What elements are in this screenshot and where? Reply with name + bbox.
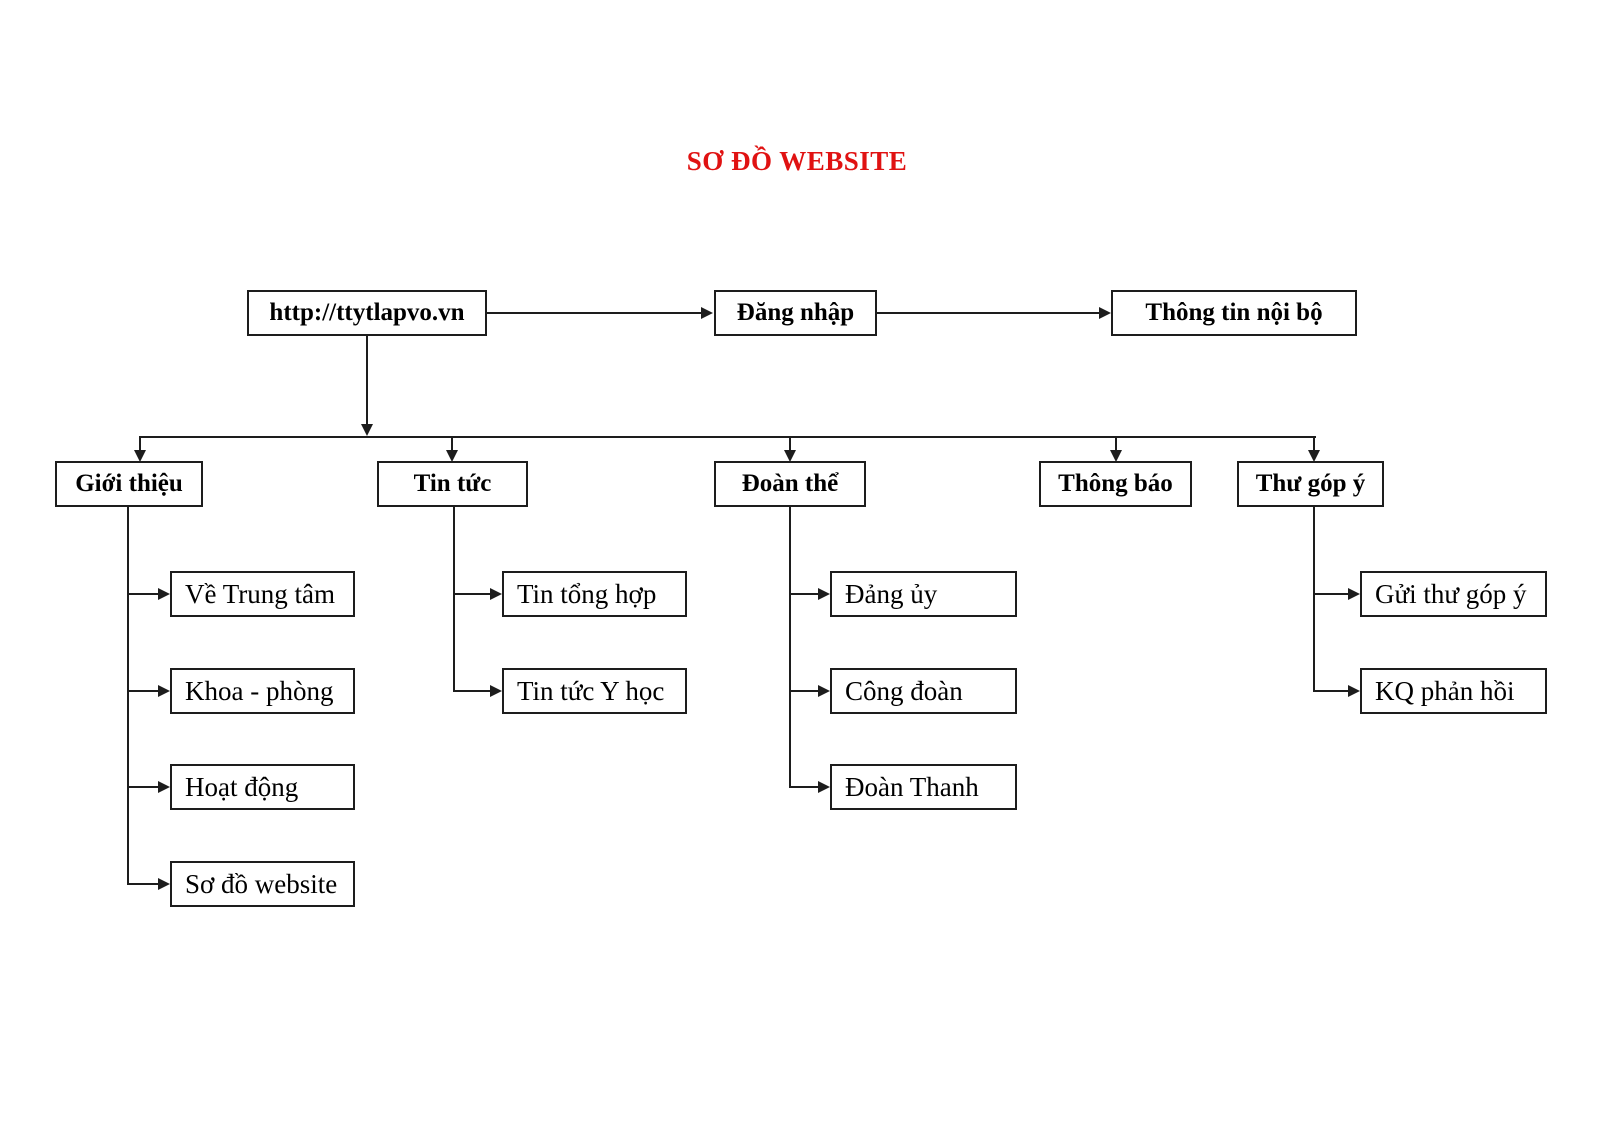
- connector-spine-tin-tuc: [453, 507, 455, 692]
- arrowhead-login-to-internal-icon: [1099, 307, 1111, 319]
- connector-gioi-thieu-child-1: [128, 593, 161, 595]
- arrowhead-thu-gop-y-child-2-icon: [1348, 685, 1360, 697]
- connector-drop-thong-bao: [1115, 437, 1117, 451]
- connector-drop-gioi-thieu: [139, 437, 141, 451]
- node-tin-tuc: Tin tức: [377, 461, 528, 507]
- arrowhead-thu-gop-y-child-1-icon: [1348, 588, 1360, 600]
- arrowhead-doan-the-child-2-icon: [818, 685, 830, 697]
- node-kq-phan-hoi: KQ phản hồi: [1360, 668, 1547, 714]
- connector-drop-doan-the: [789, 437, 791, 451]
- connector-root-to-login: [487, 312, 703, 314]
- diagram-title: SƠ ĐỒ WEBSITE: [686, 146, 908, 176]
- arrowhead-doan-the-child-3-icon: [818, 781, 830, 793]
- node-hoat-dong: Hoạt động: [170, 764, 355, 810]
- node-tin-tong-hop: Tin tổng hợp: [502, 571, 687, 617]
- arrowhead-tin-tuc-child-1-icon: [490, 588, 502, 600]
- node-khoa-phong: Khoa - phòng: [170, 668, 355, 714]
- node-gui-thu-gop-y: Gửi thư góp ý: [1360, 571, 1547, 617]
- node-thu-gop-y: Thư góp ý: [1237, 461, 1384, 507]
- node-login: Đăng nhập: [714, 290, 877, 336]
- arrowhead-root-stem-icon: [361, 424, 373, 436]
- connector-doan-the-child-2: [790, 690, 819, 692]
- node-internal-info: Thông tin nội bộ: [1111, 290, 1357, 336]
- arrowhead-gioi-thieu-child-3-icon: [158, 781, 170, 793]
- arrowhead-drop-thu-gop-y-icon: [1308, 450, 1320, 462]
- connector-login-to-internal: [877, 312, 1101, 314]
- connector-tin-tuc-child-1: [454, 593, 491, 595]
- connector-thu-gop-y-child-2: [1314, 690, 1349, 692]
- arrowhead-doan-the-child-1-icon: [818, 588, 830, 600]
- connector-root-stem: [366, 336, 368, 426]
- node-doan-thanh: Đoàn Thanh: [830, 764, 1017, 810]
- connector-gioi-thieu-child-3: [128, 786, 161, 788]
- node-ve-trung-tam: Về Trung tâm: [170, 571, 355, 617]
- connector-spine-gioi-thieu: [127, 507, 129, 885]
- node-doan-the: Đoàn thể: [714, 461, 866, 507]
- node-so-do-website: Sơ đồ website: [170, 861, 355, 907]
- connector-thu-gop-y-child-1: [1314, 593, 1349, 595]
- arrowhead-tin-tuc-child-2-icon: [490, 685, 502, 697]
- node-cong-doan: Công đoàn: [830, 668, 1017, 714]
- connector-drop-thu-gop-y: [1313, 437, 1315, 451]
- connector-drop-tin-tuc: [451, 437, 453, 451]
- connector-doan-the-child-1: [790, 593, 819, 595]
- arrowhead-drop-thong-bao-icon: [1110, 450, 1122, 462]
- arrowhead-gioi-thieu-child-4-icon: [158, 878, 170, 890]
- arrowhead-drop-gioi-thieu-icon: [134, 450, 146, 462]
- arrowhead-gioi-thieu-child-1-icon: [158, 588, 170, 600]
- connector-doan-the-child-3: [790, 786, 819, 788]
- connector-gioi-thieu-child-2: [128, 690, 161, 692]
- connector-tin-tuc-child-2: [454, 690, 491, 692]
- connector-gioi-thieu-child-4: [128, 883, 161, 885]
- arrowhead-drop-tin-tuc-icon: [446, 450, 458, 462]
- node-thong-bao: Thông báo: [1039, 461, 1192, 507]
- arrowhead-drop-doan-the-icon: [784, 450, 796, 462]
- arrowhead-root-to-login-icon: [701, 307, 713, 319]
- connector-main-horizontal: [139, 436, 1316, 438]
- node-tin-tuc-y-hoc: Tin tức Y học: [502, 668, 687, 714]
- node-dang-uy: Đảng ủy: [830, 571, 1017, 617]
- node-gioi-thieu: Giới thiệu: [55, 461, 203, 507]
- node-root-url: http://ttytlapvo.vn: [247, 290, 487, 336]
- connector-spine-thu-gop-y: [1313, 507, 1315, 692]
- arrowhead-gioi-thieu-child-2-icon: [158, 685, 170, 697]
- connector-spine-doan-the: [789, 507, 791, 788]
